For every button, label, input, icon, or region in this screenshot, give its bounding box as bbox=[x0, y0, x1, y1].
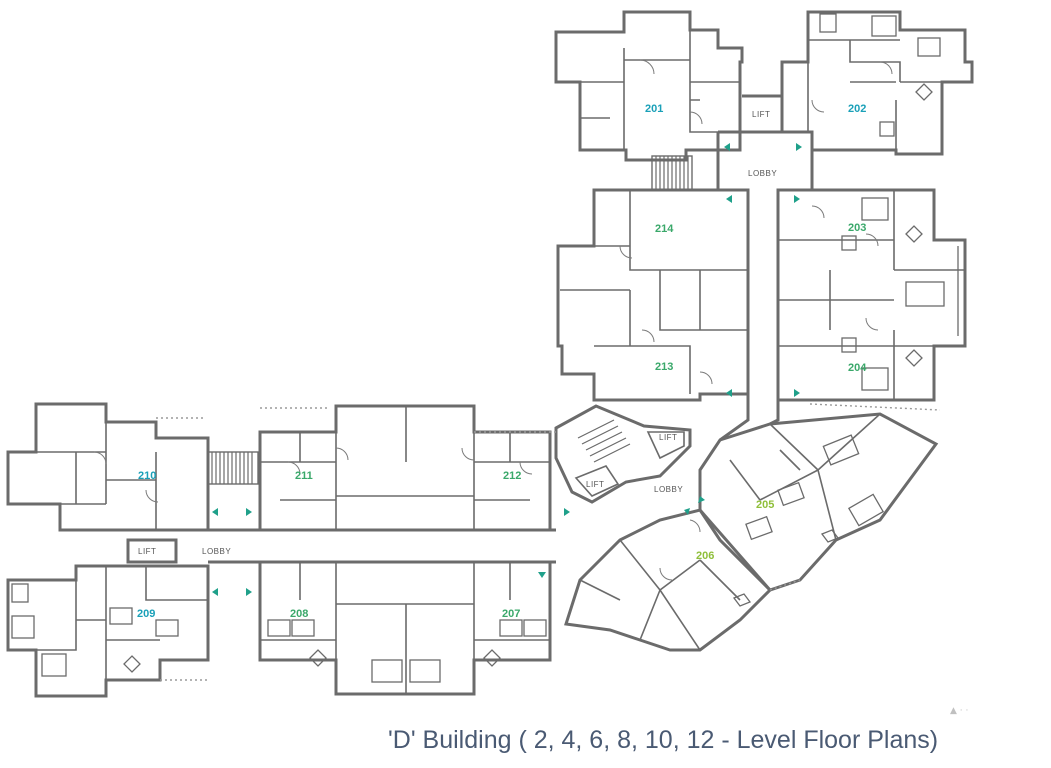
entry-arrow-icon bbox=[796, 143, 802, 151]
entry-arrow-icon bbox=[212, 508, 218, 516]
corner-marks: ▲ · · bbox=[950, 706, 969, 716]
unit-number: 201 bbox=[645, 103, 663, 115]
unit-numbers: 201 202 203 204 205 206 207 208 209 210 … bbox=[137, 103, 867, 620]
stair-southeast bbox=[577, 419, 631, 463]
wing-west bbox=[6, 402, 259, 698]
plan-caption: 'D' Building ( 2, 4, 6, 8, 10, 12 - Leve… bbox=[388, 726, 939, 754]
unit-number: 205 bbox=[756, 499, 774, 511]
lobby-label-north: LOBBY bbox=[748, 169, 777, 178]
lobby-label-southeast: LOBBY bbox=[654, 485, 683, 494]
lift-label-west: LIFT bbox=[138, 547, 156, 556]
entry-arrows bbox=[212, 143, 802, 596]
wing-east bbox=[556, 188, 967, 402]
lobby-label-west: LOBBY bbox=[202, 547, 231, 556]
unit-number: 206 bbox=[696, 550, 714, 562]
entry-arrow-icon bbox=[246, 588, 252, 596]
wing-center bbox=[208, 404, 556, 696]
entry-arrow-icon bbox=[794, 389, 800, 397]
entry-arrow-icon bbox=[246, 508, 252, 516]
stair-west bbox=[207, 451, 259, 485]
unit-number: 213 bbox=[655, 361, 673, 373]
room-labels: LIFT LOBBY LIFT LIFT LOBBY LIFT LOBBY bbox=[138, 110, 777, 556]
unit-number: 210 bbox=[138, 470, 156, 482]
unit-number: 204 bbox=[848, 362, 867, 374]
unit-number: 209 bbox=[137, 608, 155, 620]
unit-number: 207 bbox=[502, 608, 520, 620]
unit-number: 208 bbox=[290, 608, 308, 620]
entry-arrow-icon bbox=[726, 195, 732, 203]
entry-arrow-icon bbox=[724, 143, 730, 151]
entry-arrow-icon bbox=[726, 389, 732, 397]
entry-arrow-icon bbox=[794, 195, 800, 203]
wing-southeast bbox=[554, 394, 941, 652]
unit-number: 202 bbox=[848, 103, 866, 115]
unit-number: 212 bbox=[503, 470, 521, 482]
entry-arrow-icon bbox=[698, 496, 705, 503]
entry-arrow-icon bbox=[538, 572, 546, 578]
entry-arrow-icon bbox=[684, 508, 690, 515]
lift-label-southeast-1: LIFT bbox=[659, 433, 677, 442]
entry-arrow-icon bbox=[212, 588, 218, 596]
unit-number: 203 bbox=[848, 222, 866, 234]
lift-label-north: LIFT bbox=[752, 110, 770, 119]
unit-number: 214 bbox=[655, 223, 674, 235]
lift-label-southeast-2: LIFT bbox=[586, 480, 604, 489]
entry-arrow-icon bbox=[564, 508, 570, 516]
unit-number: 211 bbox=[295, 470, 313, 482]
